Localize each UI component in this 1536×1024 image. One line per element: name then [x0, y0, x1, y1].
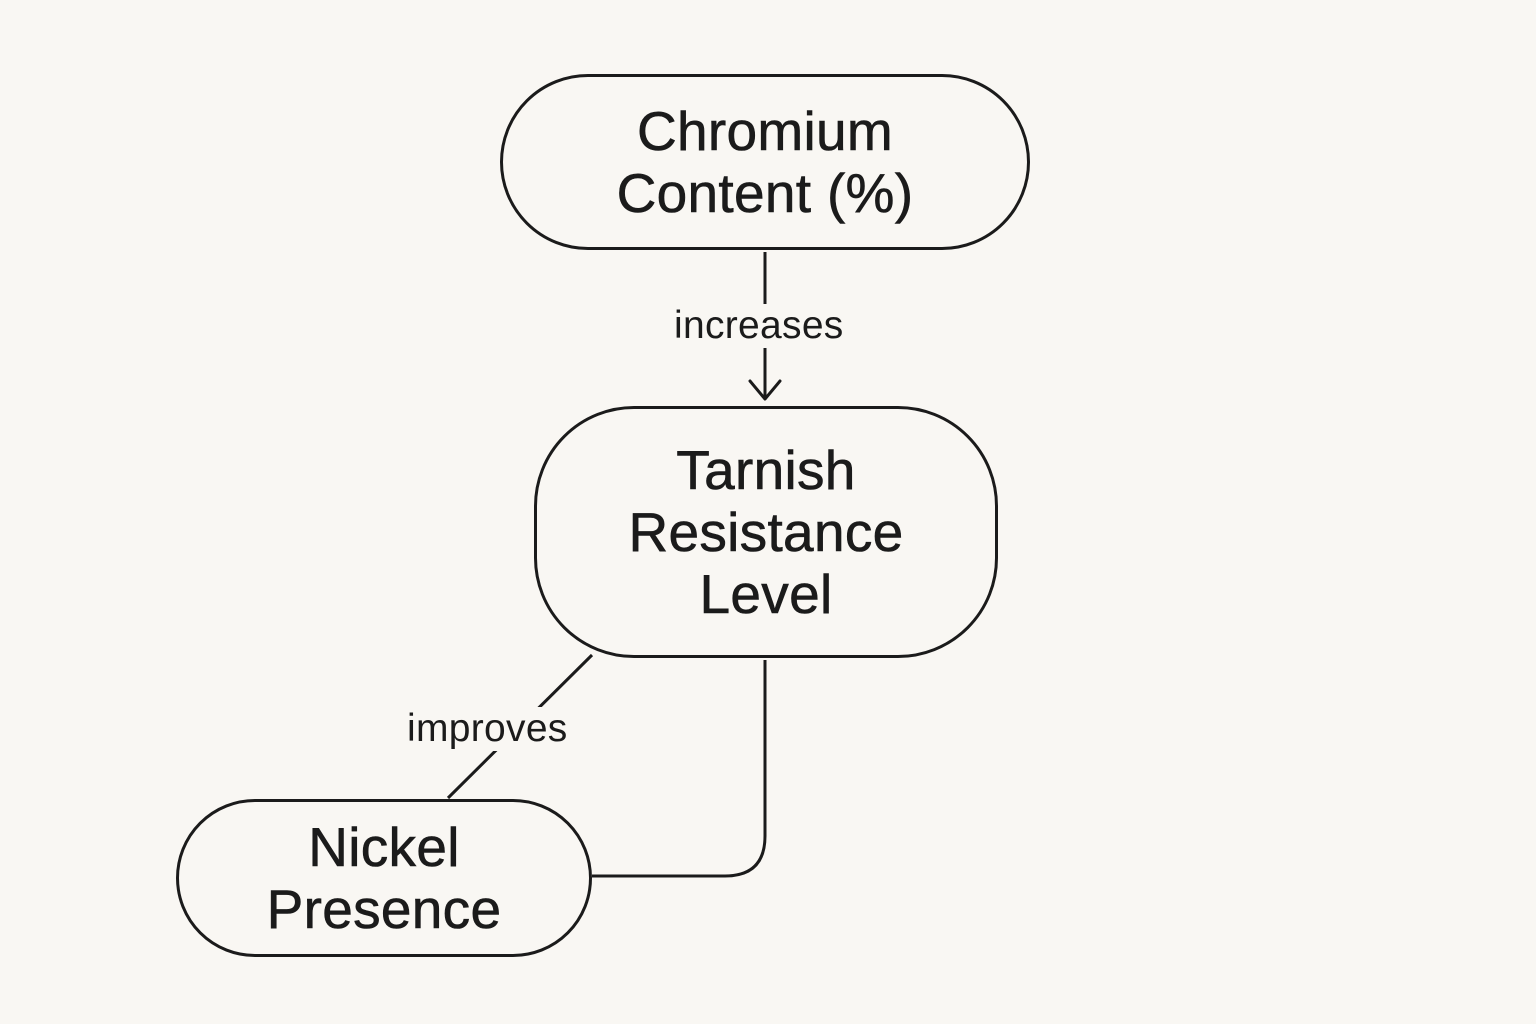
node-nickel-line-2: Presence	[266, 878, 502, 941]
node-tarnish-line-1: Tarnish	[676, 439, 856, 502]
node-nickel-presence: Nickel Presence	[176, 799, 592, 957]
node-tarnish-line-2: Resistance	[628, 501, 904, 564]
edge-label-increases: increases	[670, 304, 848, 348]
edge-tarnish-to-nickel-line	[592, 660, 767, 878]
edge-label-improves: improves	[403, 707, 572, 751]
node-chromium-content: Chromium Content (%)	[500, 74, 1030, 250]
node-tarnish-line-3: Level	[699, 563, 833, 626]
node-nickel-line-1: Nickel	[308, 816, 460, 879]
node-chromium-line-2: Content (%)	[616, 162, 914, 225]
node-chromium-line-1: Chromium	[636, 100, 894, 163]
edge-chromium-to-tarnish-arrowhead	[748, 379, 782, 401]
node-tarnish-resistance-level: Tarnish Resistance Level	[534, 406, 998, 658]
